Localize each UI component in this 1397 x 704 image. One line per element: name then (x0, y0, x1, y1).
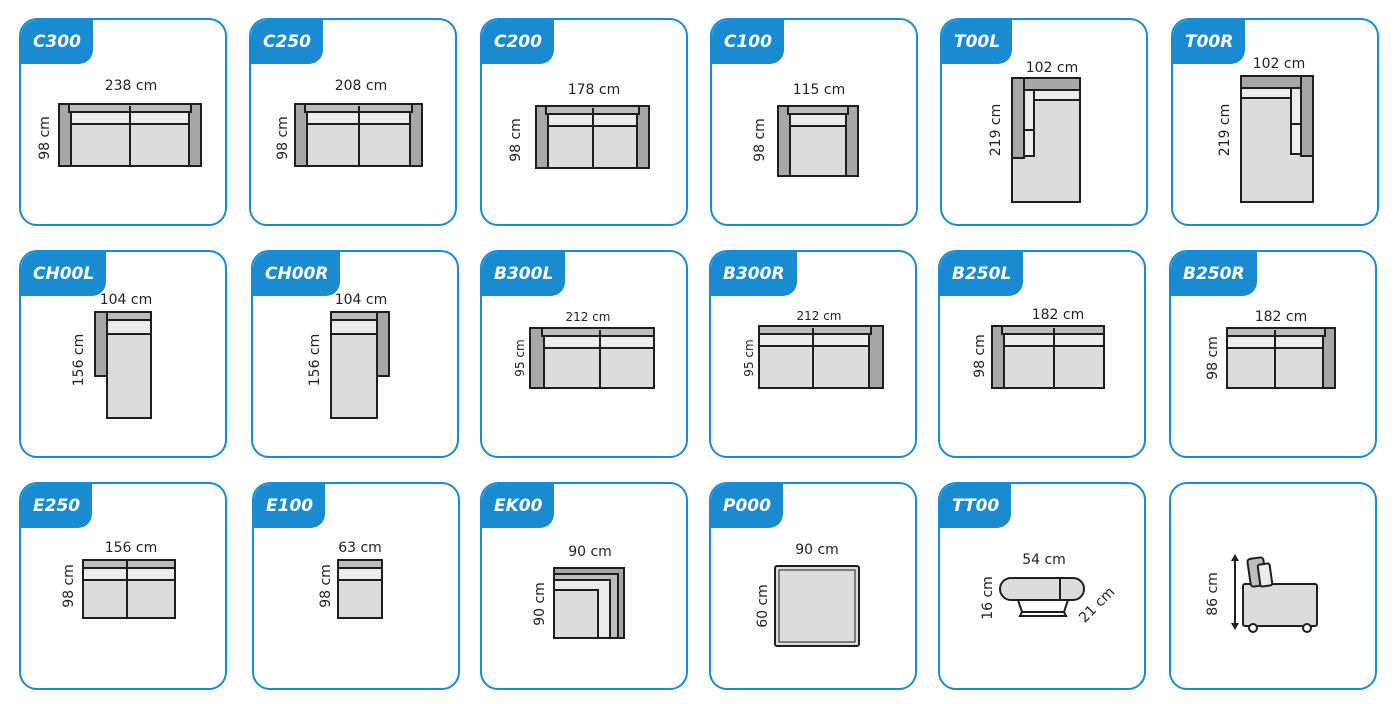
width-label: 208 cm (335, 78, 388, 94)
module-card-b250r: B250R 182 cm 98 cm (1169, 250, 1377, 458)
sofa-diagram: 156 cm 98 cm (61, 540, 176, 619)
width-label: 104 cm (100, 292, 153, 308)
sofa-diagram: 102 cm 219 cm (988, 60, 1081, 203)
sofa-diagram: 238 cm 98 cm (37, 78, 202, 167)
depth-label: 90 cm (532, 582, 548, 626)
module-card-e250: E250 156 cm 98 cm (19, 482, 227, 690)
width-label: 90 cm (795, 542, 839, 558)
width-label: 104 cm (335, 292, 388, 308)
sofa-diagram: 102 cm 219 cm (1217, 56, 1314, 203)
module-code-label: CH00R (253, 252, 341, 296)
module-card-side-view: 86 cm (1169, 482, 1377, 690)
module-code-label: B250R (1171, 252, 1257, 296)
sofa-diagram: 90 cm 60 cm (755, 542, 860, 647)
module-code-label: E250 (21, 484, 93, 528)
sofa-side-diagram: 86 cm (1205, 554, 1318, 633)
height-label: 86 cm (1205, 572, 1221, 616)
depth-label: 98 cm (275, 116, 291, 160)
module-code-label: T00L (942, 20, 1013, 64)
module-card-b300r: B300R 212 cm 95 cm (709, 250, 917, 458)
module-code-label: C200 (482, 20, 554, 64)
depth-label: 60 cm (755, 584, 771, 628)
width-label: 115 cm (793, 82, 846, 98)
width-label: 54 cm (1022, 552, 1066, 568)
module-card-c100: C100 115 cm 98 cm (710, 18, 918, 226)
depth-label: 156 cm (307, 334, 323, 387)
module-code-label: P000 (711, 484, 783, 528)
module-card-ch00r: CH00R 104 cm 156 cm (251, 250, 459, 458)
sofa-diagram: 212 cm 95 cm (513, 310, 655, 389)
module-code-label: B300R (711, 252, 797, 296)
width-label: 63 cm (338, 540, 382, 556)
width-label: 212 cm (565, 310, 610, 324)
module-code-label: B250L (940, 252, 1024, 296)
module-code-label: TT00 (940, 484, 1012, 528)
width-label: 90 cm (568, 544, 612, 560)
module-card-t00r: T00R 102 cm 219 cm (1171, 18, 1379, 226)
module-card-p000: P000 90 cm 60 cm (709, 482, 917, 690)
depth-label: 98 cm (37, 116, 53, 160)
sofa-diagram: 104 cm 156 cm (307, 292, 390, 419)
sofa-diagram: 104 cm 156 cm (71, 292, 153, 419)
sofa-diagram: 182 cm 98 cm (972, 307, 1105, 389)
sofa-diagram: 182 cm 98 cm (1205, 309, 1336, 389)
depth-label: 95 cm (513, 339, 527, 376)
module-card-ch00l: CH00L 104 cm 156 cm (19, 250, 227, 458)
sofa-diagram: 54 cm 16 cm 21 cm (980, 552, 1118, 626)
module-code-label: CH00L (21, 252, 107, 296)
module-code-label: E100 (254, 484, 326, 528)
width-label: 238 cm (105, 78, 158, 94)
depth-label: 98 cm (972, 334, 988, 378)
depth-label: 98 cm (752, 118, 768, 162)
module-code-label: B300L (482, 252, 566, 296)
module-card-e100: E100 63 cm 98 cm (252, 482, 460, 690)
module-card-c200: C200 178 cm 98 cm (480, 18, 688, 226)
module-card-t00l: T00L 102 cm 219 cm (940, 18, 1148, 226)
module-code-label: C250 (251, 20, 323, 64)
sofa-diagram: 63 cm 98 cm (318, 540, 383, 619)
module-code-label: T00R (1173, 20, 1246, 64)
depth-label: 98 cm (61, 564, 77, 608)
sofa-diagram: 90 cm 90 cm (532, 544, 625, 639)
width-label: 102 cm (1253, 56, 1306, 72)
depth-label: 98 cm (508, 118, 524, 162)
sofa-diagram: 212 cm 95 cm (742, 309, 884, 389)
depth-label: 156 cm (71, 334, 87, 387)
sofa-diagram: 208 cm 98 cm (275, 78, 423, 167)
sofa-diagram: 178 cm 98 cm (508, 82, 650, 169)
depth-label: 98 cm (1205, 336, 1221, 380)
width-label: 102 cm (1026, 60, 1079, 76)
module-card-tt00: TT00 54 cm 16 cm 21 cm (938, 482, 1146, 690)
module-card-c250: C250 208 cm 98 cm (249, 18, 457, 226)
depth-label: 219 cm (988, 104, 1004, 157)
module-code-label: C100 (712, 20, 784, 64)
depth-label: 98 cm (318, 564, 334, 608)
sofa-diagram: 115 cm 98 cm (752, 82, 859, 177)
width-label: 182 cm (1032, 307, 1085, 323)
depth-label: 219 cm (1217, 104, 1233, 157)
module-card-c300: C300 238 cm 98 cm (19, 18, 227, 226)
module-code-label: EK00 (482, 484, 555, 528)
width-label: 156 cm (105, 540, 158, 556)
module-card-b250l: B250L 182 cm 98 cm (938, 250, 1146, 458)
width-label: 182 cm (1255, 309, 1308, 325)
module-code-label: C300 (21, 20, 93, 64)
depth-label: 95 cm (742, 339, 756, 376)
module-card-ek00: EK00 90 cm 90 cm (480, 482, 688, 690)
depth-label: 16 cm (980, 576, 996, 620)
width-label: 212 cm (796, 309, 841, 323)
module-card-b300l: B300L 212 cm 95 cm (480, 250, 688, 458)
width-label: 178 cm (568, 82, 621, 98)
